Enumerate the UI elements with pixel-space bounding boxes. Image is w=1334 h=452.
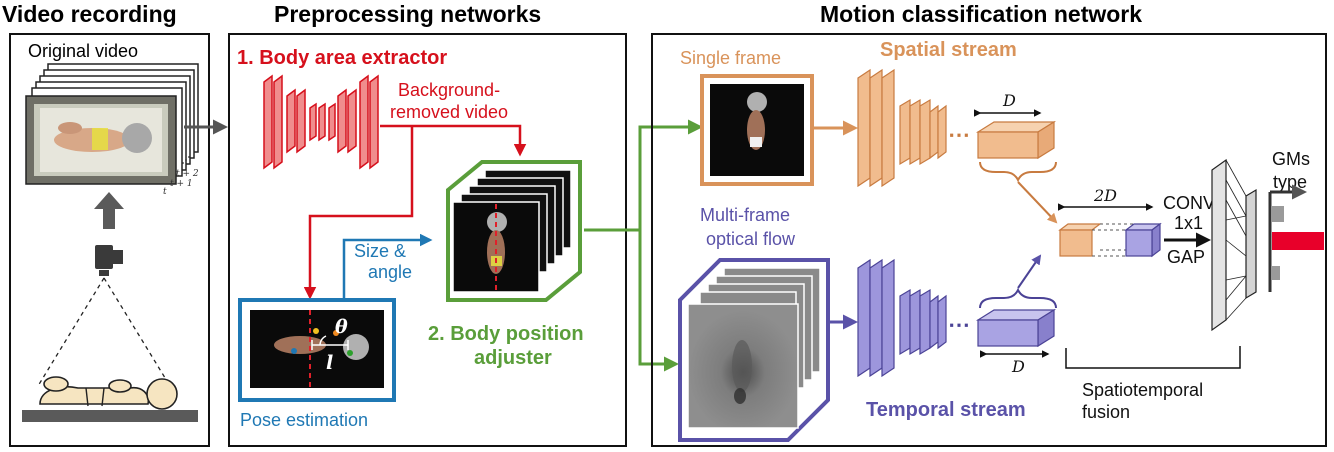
spatial-brace <box>979 161 1057 183</box>
gms-type-label-1: GMs <box>1272 149 1310 169</box>
upward-arrow-icon <box>94 192 124 229</box>
dim-D-bottom-label: D <box>1011 357 1025 376</box>
camera-icon <box>95 245 123 276</box>
multi-frame-label-2: optical flow <box>706 229 796 249</box>
size-angle-label-2: angle <box>368 262 412 282</box>
classifier-layers <box>1211 158 1257 332</box>
frame-label-t2: t + 2 <box>176 169 199 179</box>
panel-video-recording <box>9 33 210 447</box>
body-position-adjuster-title-1: 2. Body position <box>428 323 584 345</box>
spatial-cnn-layers <box>857 68 947 188</box>
single-frame-label: Single frame <box>680 48 781 68</box>
background-removed-label-1: Background- <box>398 80 500 100</box>
background-removed-label-2: removed video <box>390 102 508 122</box>
arrow-pose-to-adjuster <box>342 233 433 300</box>
header-motion-classification: Motion classification network <box>820 1 1142 27</box>
body-area-extractor-title: 1. Body area extractor <box>237 47 447 69</box>
body-position-adjuster <box>446 160 582 302</box>
pose-estimation-label: Pose estimation <box>240 410 368 430</box>
panel-motion-classification <box>651 33 1327 447</box>
single-frame-box <box>700 74 814 186</box>
theta-label: θ <box>335 316 348 338</box>
temporal-stream-title: Temporal stream <box>866 399 1026 421</box>
arrow-adjuster-to-temporal <box>638 230 679 372</box>
spatial-feature-cuboid <box>975 120 1057 160</box>
fused-feature <box>1058 203 1162 258</box>
pose-estimation-box: θ l <box>238 298 396 402</box>
multi-frame-label-1: Multi-frame <box>700 205 790 225</box>
arrow-spatial-to-fusion <box>1017 181 1058 224</box>
spatial-ellipsis: ⋯ <box>948 122 970 147</box>
spatial-stream-title: Spatial stream <box>880 39 1017 61</box>
panel-preprocessing <box>228 33 627 447</box>
body-position-adjuster-title-2: adjuster <box>474 347 552 369</box>
dim-2D-label: 2D <box>1093 186 1117 205</box>
gms-output-bars <box>1268 184 1324 292</box>
video-frame-front <box>25 95 177 185</box>
temporal-brace <box>979 287 1057 309</box>
arrow-extractor-to-adjuster <box>380 124 527 157</box>
dim-D-top-label: D <box>1002 91 1016 110</box>
video-frame-stack: t + 2 t + 1 t <box>25 63 199 197</box>
conv-label-1: CONV <box>1163 193 1215 213</box>
fusion-label-2: fusion <box>1082 402 1130 422</box>
conv-label-2: 1x1 <box>1174 213 1203 233</box>
temporal-cnn-layers <box>857 258 947 378</box>
length-label: l <box>326 352 333 374</box>
fusion-label-1: Spatiotemporal <box>1082 380 1203 400</box>
temporal-feature-cuboid <box>975 308 1057 348</box>
unet-extractor-icon <box>263 74 379 170</box>
fusion-bracket <box>1065 346 1241 369</box>
size-angle-label-1: Size & <box>354 241 406 261</box>
header-preprocessing: Preprocessing networks <box>274 1 541 27</box>
infant-lying-icon <box>22 376 198 422</box>
optical-flow-stack <box>678 258 830 442</box>
frame-label-t: t <box>163 187 167 197</box>
arrow-adjuster-to-spatial <box>584 119 703 232</box>
header-video-recording: Video recording <box>2 1 177 27</box>
temporal-ellipsis: ⋯ <box>948 312 970 337</box>
original-video-label: Original video <box>28 41 138 61</box>
arrow-extractor-to-pose <box>303 126 414 300</box>
arrow-temporal-to-fusion <box>1017 254 1042 289</box>
gms-type-label-2: type <box>1273 172 1307 192</box>
gap-label: GAP <box>1167 247 1205 267</box>
frame-label-t1: t + 1 <box>170 179 193 189</box>
